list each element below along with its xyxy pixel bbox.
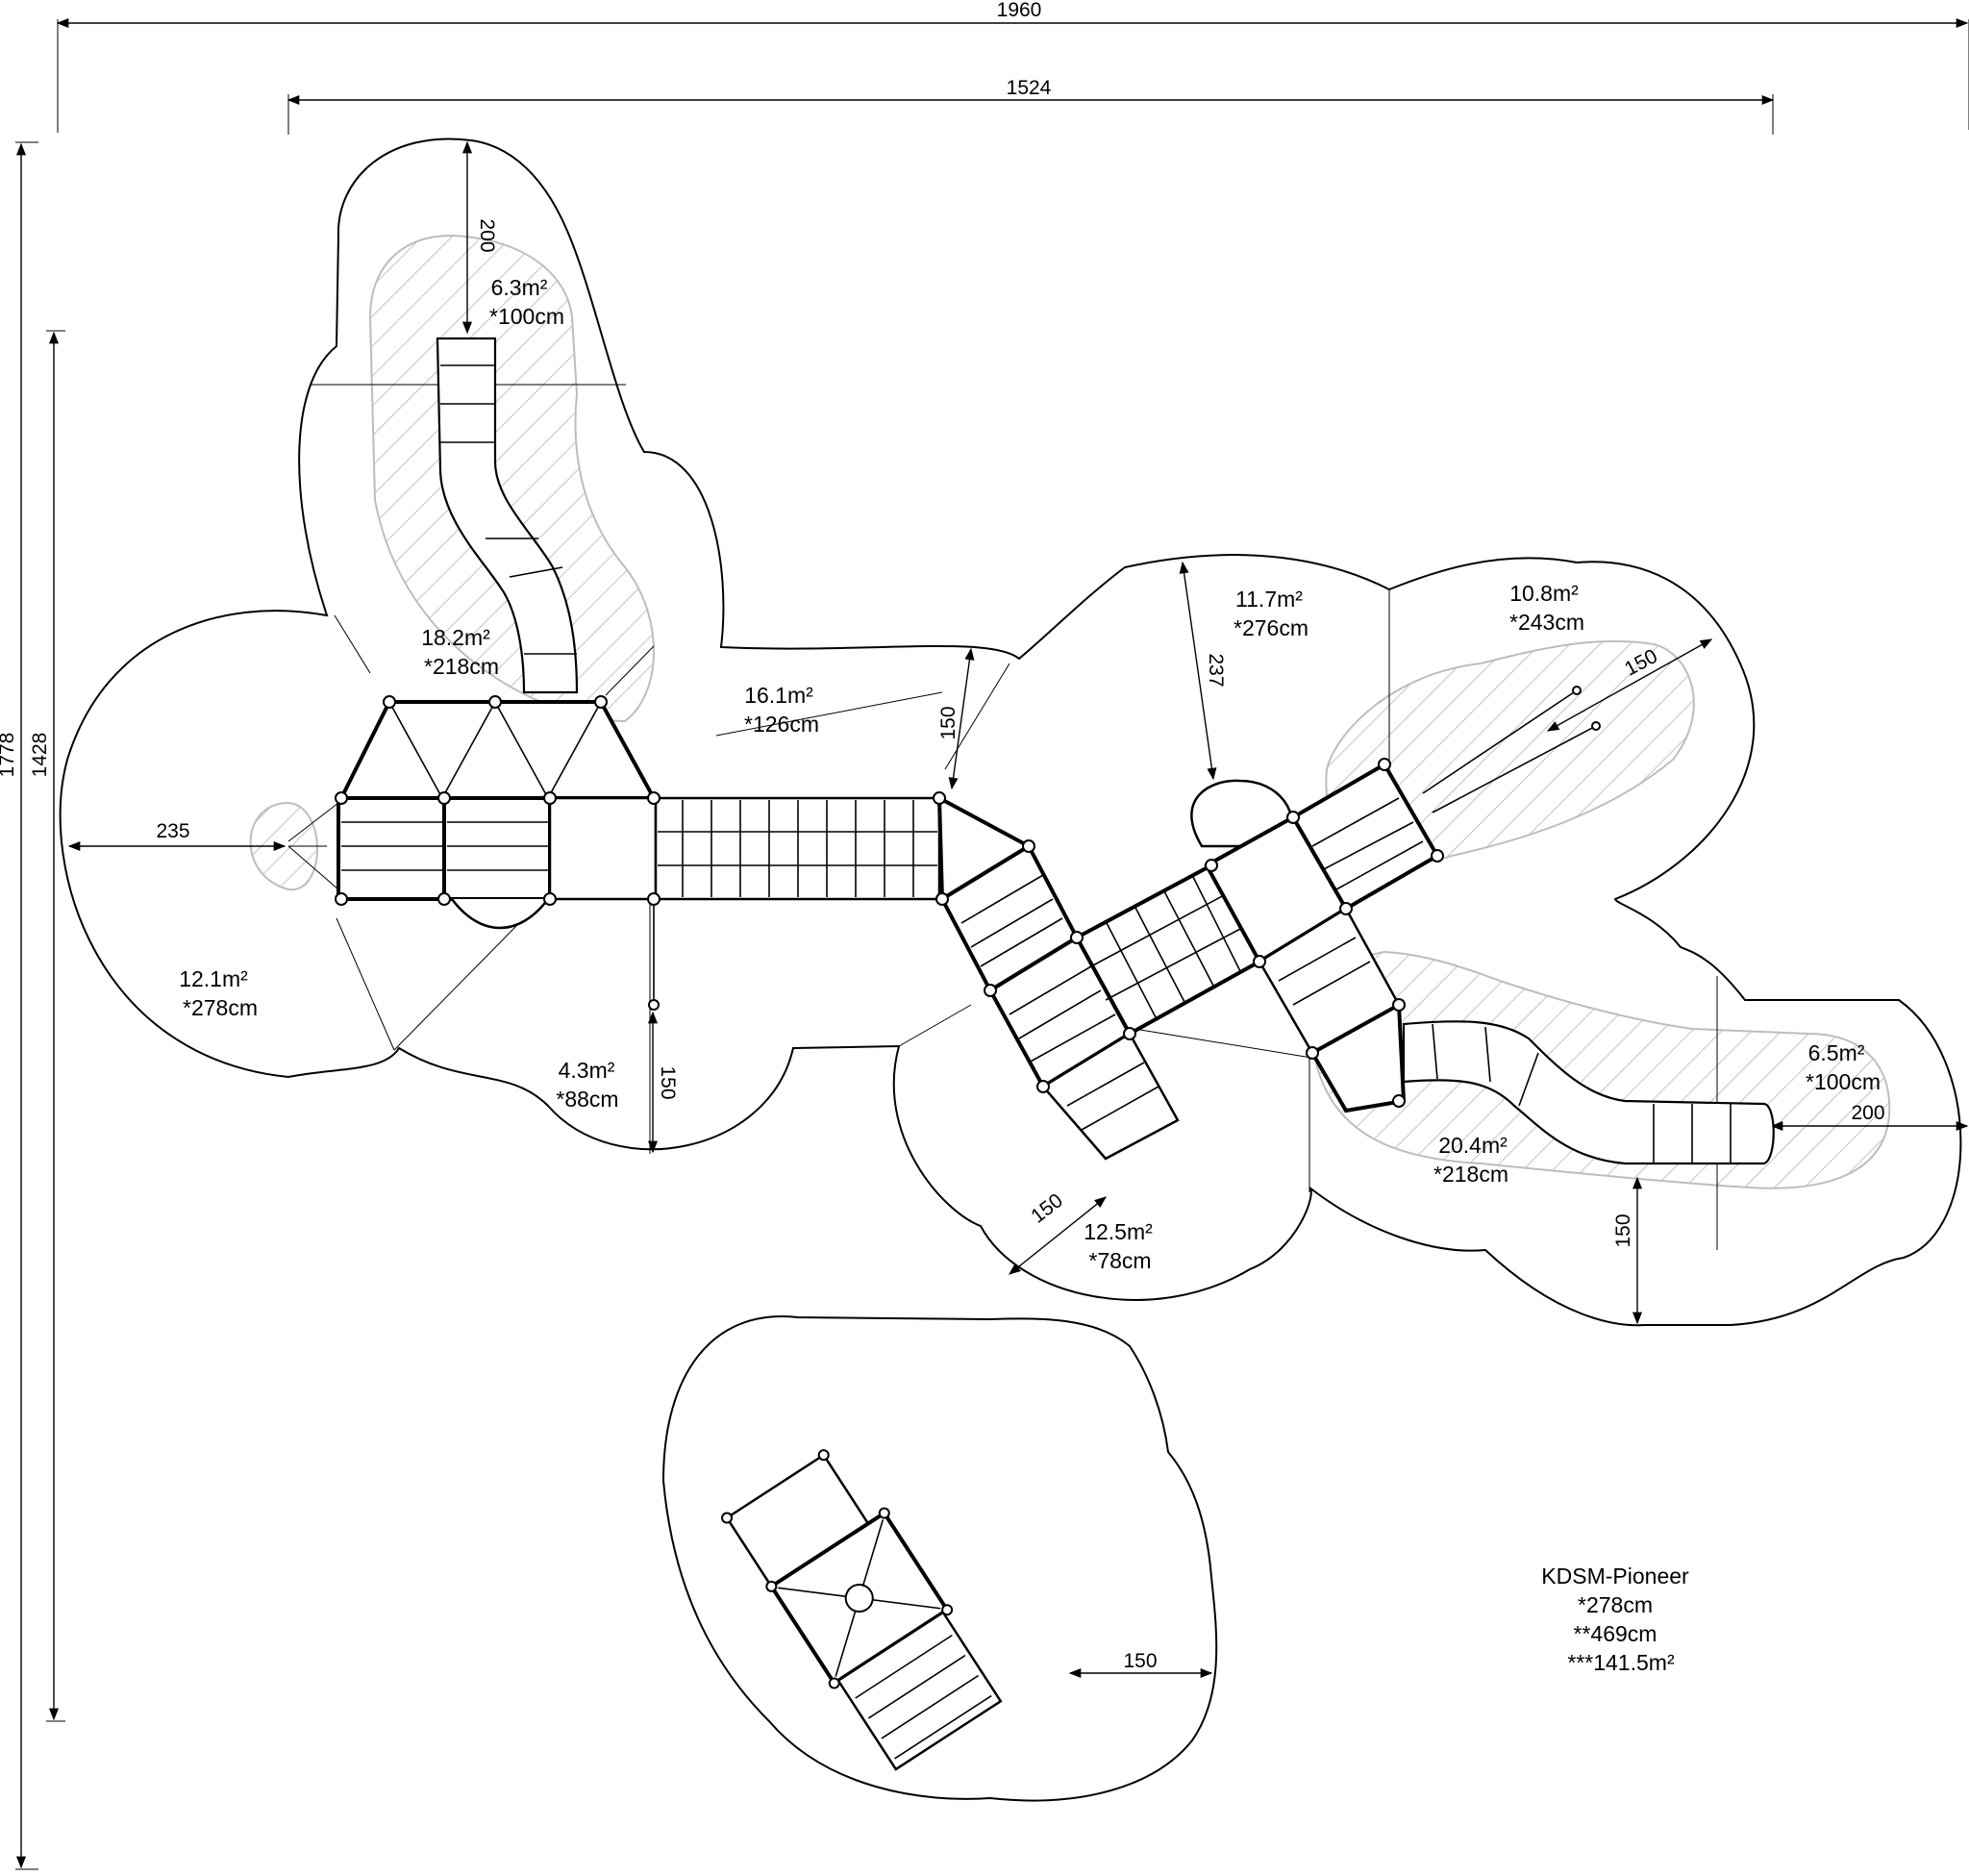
zone-right-bottom-area: 20.4m² xyxy=(1438,1133,1508,1158)
zone-right-bottom-height: *218cm xyxy=(1433,1162,1508,1187)
lower-clearance-label: 150 xyxy=(657,1065,679,1099)
zone-bridge-top-area: 16.1m² xyxy=(744,683,813,708)
title-block: KDSM-Pioneer *278cm **469cm ***141.5m² xyxy=(1541,1563,1689,1675)
left-deck-a xyxy=(336,796,446,901)
zone-upper-left-height: *218cm xyxy=(424,654,499,679)
legend-line-3: ***141.5m² xyxy=(1567,1650,1675,1675)
zone-bridge-top-height: *126cm xyxy=(744,712,819,737)
right-slide-clearance-label: 200 xyxy=(1851,1102,1884,1124)
play-structure-small xyxy=(721,1449,1003,1771)
zone-upper-left-area: 18.2m² xyxy=(421,625,490,650)
zone-right-slide-height: *100cm xyxy=(1806,1069,1881,1094)
zone-center-top-height: *276cm xyxy=(1234,615,1309,640)
right-lower-clearance-label: 150 xyxy=(1612,1213,1634,1247)
structure-width-label: 1524 xyxy=(1007,77,1052,99)
overall-width-label: 1960 xyxy=(997,0,1042,21)
zone-right-slide-area: 6.5m² xyxy=(1808,1040,1865,1065)
left-deck-b xyxy=(442,796,552,901)
legend-line-1: *278cm xyxy=(1578,1592,1653,1617)
center-clearance-label: 237 xyxy=(1205,653,1227,687)
overall-height-label: 1778 xyxy=(0,733,18,778)
left-tower-roof xyxy=(337,700,658,800)
play-structure-main xyxy=(287,337,1775,1165)
zone-right-top-height: *243cm xyxy=(1509,610,1584,635)
zone-dimension-arrows xyxy=(67,140,1969,1679)
small-unit-bottom-clearance-label: 150 xyxy=(1123,1650,1157,1672)
tube-slide-right xyxy=(1402,1020,1775,1165)
legend-line-2: **469cm xyxy=(1574,1621,1657,1646)
safety-zone-outline-main xyxy=(59,138,1962,1327)
top-slide-clearance-label: 200 xyxy=(476,218,498,252)
small-unit-side-clearance-label: 150 xyxy=(1027,1189,1067,1228)
zone-top-slide-height: *100cm xyxy=(489,304,564,329)
left-deck-c xyxy=(548,796,658,901)
left-clearance-label: 235 xyxy=(156,820,189,842)
safety-zone-outline-small xyxy=(661,1315,1218,1802)
zone-center-bottom-area: 12.5m² xyxy=(1084,1219,1153,1244)
structure-height-label: 1428 xyxy=(29,733,51,778)
zone-bottom-left-height: *88cm xyxy=(556,1087,618,1112)
angled-steps xyxy=(1041,1032,1180,1161)
zone-center-bottom-height: *78cm xyxy=(1088,1248,1151,1273)
bridge-clearance-label: 150 xyxy=(937,706,960,739)
model-name: KDSM-Pioneer xyxy=(1541,1563,1689,1588)
zone-center-top-area: 11.7m² xyxy=(1235,587,1303,612)
zone-bottom-left-area: 4.3m² xyxy=(559,1058,615,1083)
zone-left-area: 12.1m² xyxy=(179,966,248,991)
zone-divider-lines xyxy=(288,384,1718,1250)
dimension-lines xyxy=(15,17,1969,1870)
zone-left-height: *278cm xyxy=(183,995,258,1020)
tube-slide-top xyxy=(436,337,579,694)
zone-top-slide-area: 6.3m² xyxy=(491,275,548,300)
structure-posts xyxy=(335,695,1444,1108)
zone-right-top-area: 10.8m² xyxy=(1509,581,1579,606)
